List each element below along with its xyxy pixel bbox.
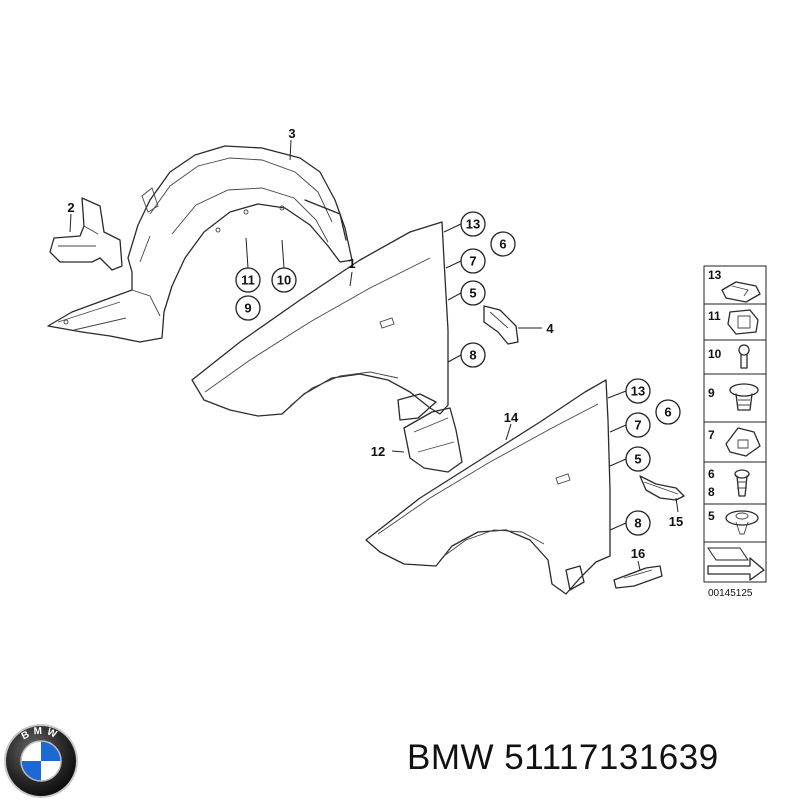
svg-text:4: 4 bbox=[546, 321, 554, 336]
callout-13-lower: 13 bbox=[625, 378, 651, 404]
callout-16: 16 bbox=[631, 546, 645, 561]
svg-text:10: 10 bbox=[277, 273, 291, 288]
callout-5-lower: 5 bbox=[625, 446, 651, 472]
svg-text:5: 5 bbox=[708, 509, 715, 523]
svg-text:10: 10 bbox=[708, 347, 722, 361]
svg-text:6: 6 bbox=[708, 467, 715, 481]
svg-text:14: 14 bbox=[504, 410, 519, 425]
bracket-part-16 bbox=[613, 565, 663, 589]
svg-text:8: 8 bbox=[469, 348, 476, 363]
callout-6-lower: 6 bbox=[655, 399, 681, 425]
callout-14: 14 bbox=[504, 410, 519, 425]
svg-text:7: 7 bbox=[708, 428, 715, 442]
callout-6-upper: 6 bbox=[490, 231, 516, 257]
callout-15: 15 bbox=[669, 514, 683, 529]
svg-text:15: 15 bbox=[669, 514, 683, 529]
leader-lines bbox=[69, 139, 679, 571]
callout-11: 11 bbox=[235, 267, 261, 293]
bmw-logo-icon: BMW bbox=[4, 724, 78, 798]
svg-text:13: 13 bbox=[631, 384, 645, 399]
callout-2: 2 bbox=[67, 200, 74, 215]
svg-text:9: 9 bbox=[708, 386, 715, 400]
callout-7-lower: 7 bbox=[625, 412, 651, 438]
svg-text:11: 11 bbox=[708, 309, 721, 323]
callout-13-upper: 13 bbox=[460, 211, 486, 237]
svg-text:8: 8 bbox=[708, 485, 715, 499]
callout-5-upper: 5 bbox=[460, 280, 486, 306]
fastener-legend: 13 11 10 9 7 6 8 bbox=[703, 265, 767, 599]
legend-item-5: 5 bbox=[708, 509, 759, 535]
svg-text:6: 6 bbox=[664, 405, 671, 420]
svg-text:3: 3 bbox=[288, 126, 295, 141]
svg-text:7: 7 bbox=[469, 254, 476, 269]
svg-text:6: 6 bbox=[499, 237, 506, 252]
svg-text:13: 13 bbox=[466, 217, 480, 232]
legend-arrow-icon bbox=[707, 547, 765, 581]
front-fender-lower bbox=[365, 379, 611, 595]
filler-panel-12 bbox=[403, 407, 463, 473]
svg-text:12: 12 bbox=[371, 444, 385, 459]
callout-12: 12 bbox=[371, 444, 385, 459]
diagram-code: 00145125 bbox=[708, 588, 753, 599]
svg-text:11: 11 bbox=[241, 273, 255, 288]
bracket-part-4 bbox=[483, 305, 519, 345]
bracket-part-15 bbox=[639, 475, 685, 501]
callout-9: 9 bbox=[235, 295, 261, 321]
legend-item-7: 7 bbox=[708, 427, 761, 457]
svg-text:16: 16 bbox=[631, 546, 645, 561]
svg-text:9: 9 bbox=[244, 301, 251, 316]
svg-text:7: 7 bbox=[634, 418, 641, 433]
svg-text:5: 5 bbox=[469, 286, 476, 301]
callout-1: 1 bbox=[348, 256, 355, 271]
legend-item-10: 10 bbox=[708, 344, 750, 369]
callout-10: 10 bbox=[271, 267, 297, 293]
callout-8-lower: 8 bbox=[625, 510, 651, 536]
legend-item-11: 11 bbox=[708, 309, 759, 335]
svg-text:13: 13 bbox=[708, 268, 722, 282]
svg-text:8: 8 bbox=[634, 516, 641, 531]
front-fender-upper bbox=[191, 221, 449, 421]
callout-4: 4 bbox=[546, 321, 554, 336]
legend-item-13: 13 bbox=[708, 268, 761, 303]
svg-text:1: 1 bbox=[348, 256, 355, 271]
svg-text:5: 5 bbox=[634, 452, 641, 467]
part-title: BMW 51117131639 bbox=[407, 738, 719, 777]
svg-text:2: 2 bbox=[67, 200, 74, 215]
legend-item-6: 6 8 bbox=[708, 467, 750, 499]
callout-7-upper: 7 bbox=[460, 248, 486, 274]
callout-8-upper: 8 bbox=[460, 342, 486, 368]
callout-3: 3 bbox=[288, 126, 295, 141]
bracket-part-2 bbox=[49, 197, 123, 271]
legend-item-9: 9 bbox=[708, 383, 759, 411]
wheel-arch-liner bbox=[47, 145, 353, 343]
